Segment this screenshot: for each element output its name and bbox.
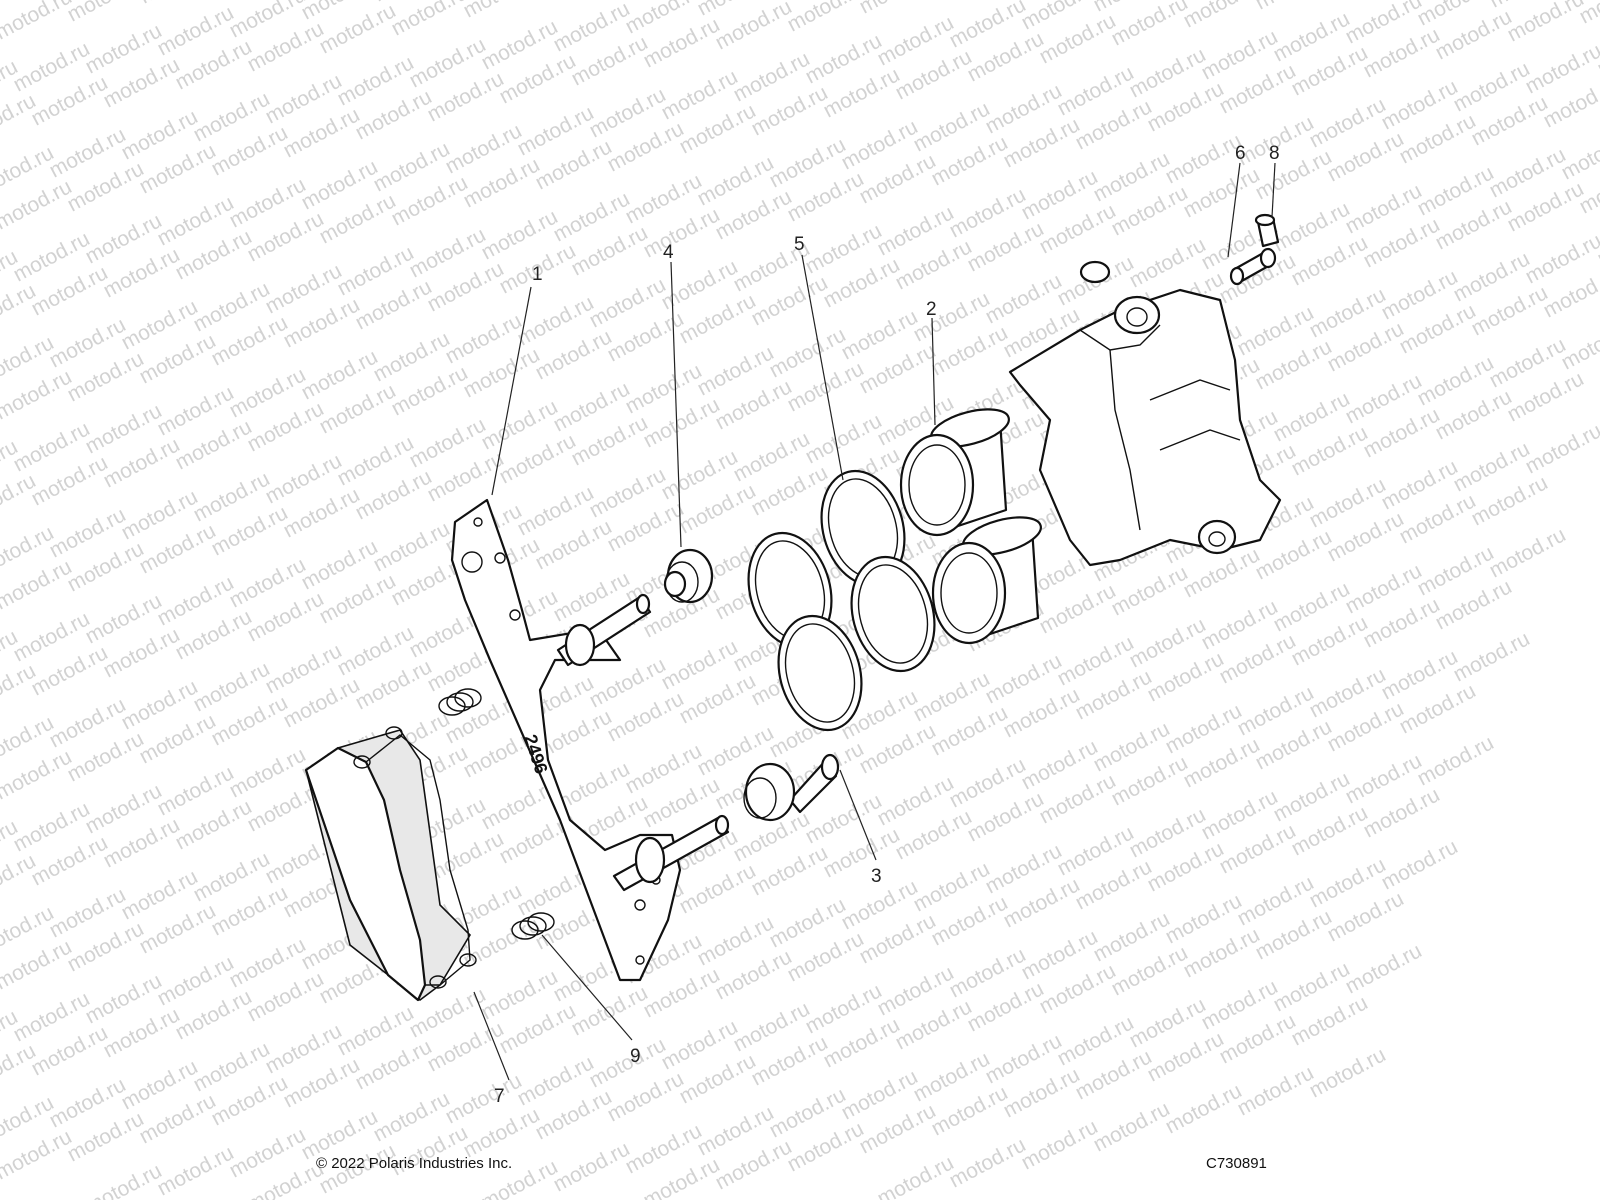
watermark-text: motod.ru [388,0,472,40]
watermark-text: motod.ru [64,0,148,26]
watermark-text: motod.ru [1252,0,1336,14]
watermark-text: motod.ru [1414,731,1498,790]
pin-boot-upper [663,548,714,604]
watermark-text: motod.ru [1342,939,1426,998]
watermark-text: motod.ru [1522,419,1600,478]
watermark-text: motod.ru [856,0,940,18]
watermark-text: motod.ru [1108,0,1192,50]
watermark-text: motod.ru [784,0,868,36]
callout-3: 3 [871,866,882,887]
watermark-text: motod.ru [1450,627,1534,686]
callout-5: 5 [794,234,805,255]
watermark-text: motod.ru [550,1137,634,1196]
watermark-text: motod.ru [1090,1097,1174,1156]
guide-pin-lower [612,814,730,892]
callout-8: 8 [1269,143,1280,164]
watermark-text: motod.ru [154,1141,238,1200]
callout-numbers: 1 2 3 4 5 6 7 8 9 [494,143,1280,1107]
watermark-text: motod.ru [1486,523,1570,582]
bleeder-screw [1229,247,1277,286]
brake-pad [304,726,477,1002]
watermark-text: motod.ru [1378,835,1462,894]
piston-seals [747,469,936,732]
watermark-text: motod.ru [874,1151,958,1200]
watermark-text: motod.ru [136,0,220,8]
watermark-text: motod.ru [1162,1079,1246,1138]
bleeder-cap [1254,213,1280,248]
caliper-body [1008,260,1282,567]
watermark-text: motod.ru [460,0,544,22]
callout-2: 2 [926,299,937,320]
pin-with-boot-lower [743,753,840,822]
callout-7: 7 [494,1086,505,1107]
watermark-text: motod.ru [1234,1061,1318,1120]
guide-pin-upper [556,593,652,667]
spring-lower [511,912,555,940]
leader-lines [473,162,1276,1081]
callout-9: 9 [630,1046,641,1067]
spring-upper [438,688,482,716]
callout-1: 1 [532,264,543,285]
watermark-text: motod.ru [1180,0,1264,32]
watermark-text: motod.ru [1018,1115,1102,1174]
drawing-number: C730891 [1206,1155,1267,1172]
pistons [899,408,1042,645]
callout-4: 4 [663,242,674,263]
watermark-text: motod.ru [946,1133,1030,1192]
watermark-text: motod.ru [532,0,616,4]
watermark-text: motod.ru [1504,0,1588,46]
watermark-text: motod.ru [1306,1043,1390,1102]
callout-6: 6 [1235,143,1246,164]
copyright-notice: © 2022 Polaris Industries Inc. [316,1155,513,1172]
